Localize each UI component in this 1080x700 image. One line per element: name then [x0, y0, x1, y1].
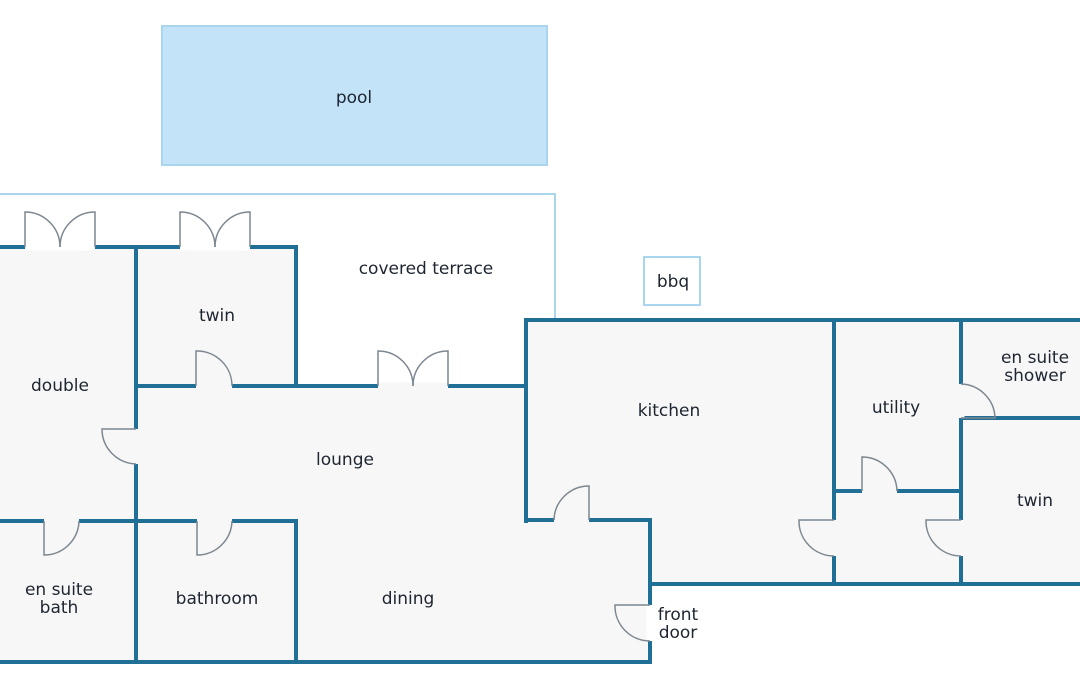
- front-door-label-line1: front: [658, 605, 699, 625]
- en-suite-bath-label-line2: bath: [40, 598, 79, 618]
- double-label: double: [31, 376, 89, 396]
- covered-terrace-outline: [0, 193, 556, 320]
- en-suite-shower-label-line2: shower: [1004, 366, 1065, 386]
- bbq-box: [643, 256, 701, 306]
- pool-label: pool: [336, 88, 372, 108]
- utility-label: utility: [872, 398, 920, 418]
- covered-terrace-label: covered terrace: [359, 259, 494, 279]
- en-suite-bath-label-line1: en suite: [25, 580, 93, 600]
- front-door-label-line2: door: [659, 623, 698, 643]
- dining-label: dining: [382, 589, 435, 609]
- lounge-label: lounge: [316, 450, 374, 470]
- kitchen-label: kitchen: [638, 401, 701, 421]
- bathroom-label: bathroom: [176, 589, 259, 609]
- twin-right-label: twin: [1017, 491, 1053, 511]
- en-suite-shower-label-line1: en suite: [1001, 348, 1069, 368]
- bbq-label: bbq: [657, 272, 689, 292]
- floor-fill: [0, 247, 1080, 662]
- pool-area: [161, 25, 548, 166]
- twin-upper-label: twin: [199, 306, 235, 326]
- doors: [24, 211, 996, 642]
